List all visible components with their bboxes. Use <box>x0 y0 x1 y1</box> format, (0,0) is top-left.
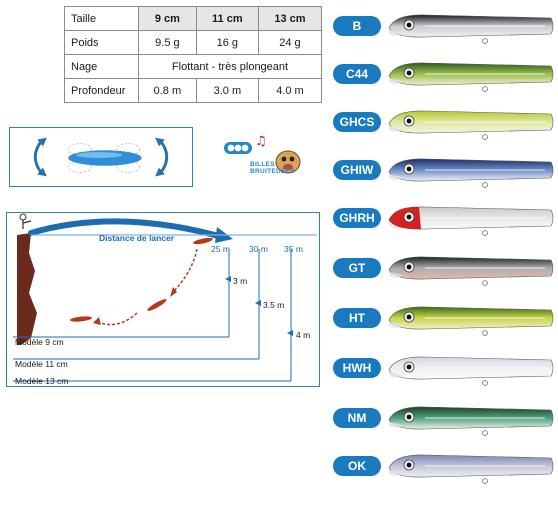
lure-lip <box>388 174 403 180</box>
color-code-hwh: HWH <box>333 358 381 378</box>
rattle-label-line1: BILLES <box>250 161 275 168</box>
lure-image-ht <box>388 306 554 336</box>
swim-action-illustration <box>33 137 169 177</box>
distance-35m: 35 m <box>284 244 303 254</box>
hook-eye <box>482 86 488 92</box>
depth-4m: 4 m <box>296 330 311 340</box>
lure-image-ghiw <box>388 158 554 188</box>
spec-row-swim: Nage Flottant - très plongeant <box>64 54 322 79</box>
spec-cell: 16 g <box>195 30 259 55</box>
spec-row-label: Profondeur <box>64 78 139 103</box>
model-9cm-label: Modèle 9 cm <box>15 337 64 347</box>
hook-eye <box>482 38 488 44</box>
color-code-ok: OK <box>333 456 381 476</box>
hook-eye <box>482 182 488 188</box>
depth-diagram: Distance de lancer 25 m 30 m 35 m 3 m 3.… <box>6 212 320 387</box>
lure-lip <box>388 272 403 278</box>
spec-cell: 3.0 m <box>195 78 259 103</box>
distance-25m: 25 m <box>211 244 230 254</box>
spec-row-label: Nage <box>64 54 139 79</box>
hook-eye <box>482 230 488 236</box>
size-9cm: 9 cm <box>138 6 197 31</box>
color-code-ht: HT <box>333 308 381 328</box>
hook-eye <box>482 478 488 484</box>
lure-lip <box>388 322 403 328</box>
color-code-b: B <box>333 16 381 36</box>
rattle-badge: ♫ BILLES BRUITEUSES <box>222 132 314 184</box>
hook-eye <box>482 380 488 386</box>
spec-cell-merged: Flottant - très plongeant <box>138 54 322 79</box>
lure-image-ok <box>388 454 554 484</box>
lure-image-nm <box>388 406 554 436</box>
spec-cell: 4.0 m <box>257 78 323 103</box>
lure-lip <box>388 78 403 84</box>
lure-lip <box>388 372 403 378</box>
lure-image-c44 <box>388 62 554 92</box>
hook-eye <box>482 280 488 286</box>
spec-table: Taille 9 cm 11 cm 13 cm Poids 9.5 g 16 g… <box>64 6 323 103</box>
color-code-ghcs: GHCS <box>333 112 381 132</box>
depth-diagram-illustration <box>13 213 317 382</box>
size-11cm: 11 cm <box>195 6 259 31</box>
model-13cm-label: Modèle 13 cm <box>15 376 69 386</box>
color-code-ghrh: GHRH <box>333 208 381 228</box>
hook-eye <box>482 430 488 436</box>
color-code-c44: C44 <box>333 64 381 84</box>
swim-action-box <box>9 127 193 187</box>
rattle-icon: ♫ <box>224 134 301 174</box>
depth-3-5m: 3.5 m <box>263 300 285 310</box>
hook-eye <box>482 330 488 336</box>
lure-lip <box>388 126 403 132</box>
lure-lip <box>388 30 403 36</box>
model-11cm-label: Modèle 11 cm <box>15 359 68 369</box>
spec-row-weight: Poids 9.5 g 16 g 24 g <box>64 30 323 55</box>
hook-eye <box>482 134 488 140</box>
spec-row-label: Poids <box>64 30 139 55</box>
spec-cell: 0.8 m <box>138 78 197 103</box>
spec-header-label: Taille <box>64 6 139 31</box>
cast-distance-label: Distance de lancer <box>99 233 175 243</box>
lure-lip <box>388 422 403 428</box>
lure-image-gt <box>388 256 554 286</box>
lure-image-ghrh <box>388 206 554 236</box>
lure-image-ghcs <box>388 110 554 140</box>
spec-header-row: Taille 9 cm 11 cm 13 cm <box>64 6 323 31</box>
rattle-label-line2: BRUITEUSES <box>250 168 295 175</box>
color-code-gt: GT <box>333 258 381 278</box>
size-13cm: 13 cm <box>257 6 323 31</box>
spec-cell: 24 g <box>257 30 323 55</box>
svg-text:♫: ♫ <box>255 134 267 149</box>
lure-image-hwh <box>388 356 554 386</box>
lure-lip <box>388 470 403 476</box>
right-swing-arrow-icon <box>159 140 169 174</box>
color-code-ghiw: GHIW <box>333 160 381 180</box>
retrieve-path <box>70 237 213 322</box>
color-code-nm: NM <box>333 408 381 428</box>
cast-arc <box>28 218 225 240</box>
lure-image-b <box>388 14 554 44</box>
angler-icon <box>22 220 32 229</box>
distance-30m: 30 m <box>249 244 268 254</box>
depth-3m: 3 m <box>233 276 248 286</box>
left-swing-arrow-icon <box>33 140 43 174</box>
shore-icon <box>17 233 37 345</box>
spec-cell: 9.5 g <box>138 30 197 55</box>
spec-row-depth: Profondeur 0.8 m 3.0 m 4.0 m <box>64 78 323 103</box>
